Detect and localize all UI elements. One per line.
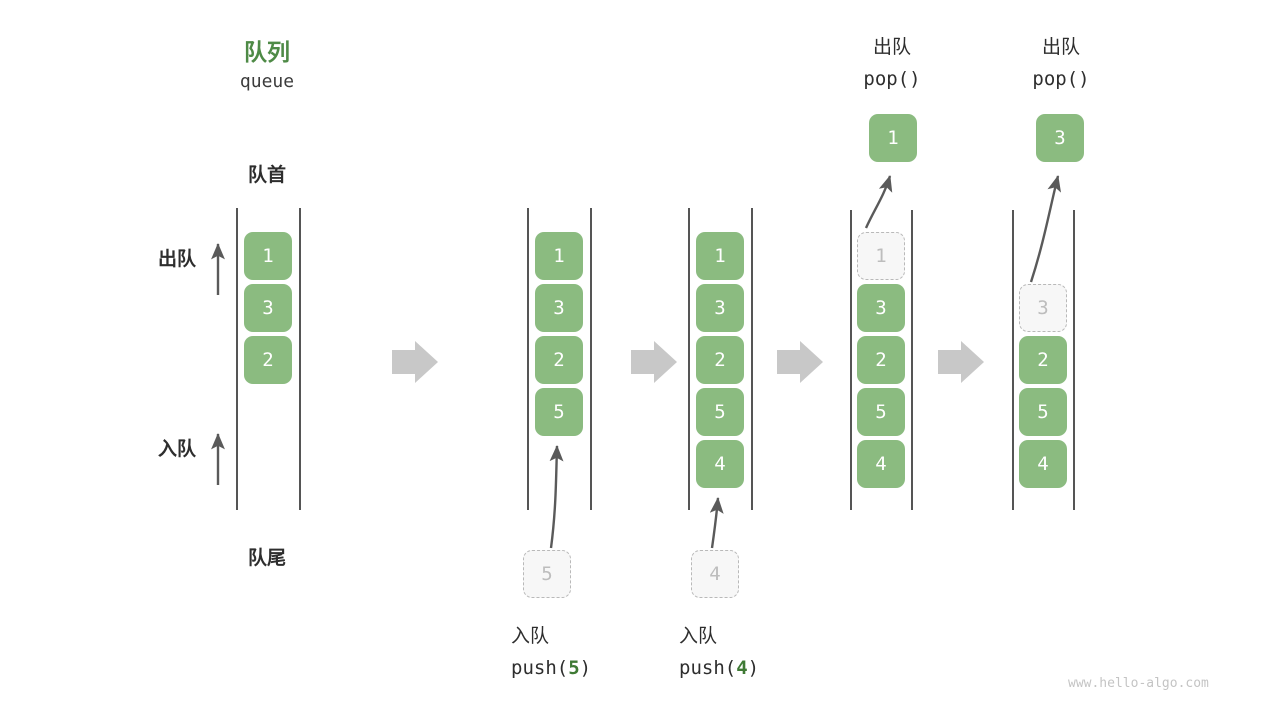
queue-cell: 2 bbox=[244, 336, 292, 384]
queue-cell: 2 bbox=[535, 336, 583, 384]
queue-cell: 4 bbox=[1019, 440, 1067, 488]
pop-1-caption: 出队 pop() bbox=[812, 33, 972, 95]
queue-rear-label: 队尾 bbox=[247, 548, 286, 569]
pop-3-caption-code: pop() bbox=[981, 64, 1141, 95]
pop-1-code-prefix: pop( bbox=[863, 67, 910, 90]
queue-cell: 5 bbox=[696, 388, 744, 436]
flow-arrow-2 bbox=[631, 341, 677, 383]
enqueue-direction-label: 入队 bbox=[157, 439, 196, 460]
queue-cell-new: 5 bbox=[535, 388, 583, 436]
queue-cell-new: 4 bbox=[696, 440, 744, 488]
pop-1-caption-code: pop() bbox=[812, 64, 972, 95]
push-5-caption-code: push(5) bbox=[511, 653, 591, 684]
push-5-code-arg: 5 bbox=[568, 656, 580, 679]
queue-cell: 3 bbox=[857, 284, 905, 332]
queue-cell: 3 bbox=[696, 284, 744, 332]
push-4-arrow bbox=[709, 497, 724, 549]
queue-cell: 5 bbox=[857, 388, 905, 436]
push-4-code-prefix: push( bbox=[679, 656, 737, 679]
push-4-code-suffix: ) bbox=[747, 656, 760, 679]
queue-cell: 2 bbox=[857, 336, 905, 384]
flow-arrow-4 bbox=[938, 341, 984, 383]
queue-rail-right-3 bbox=[751, 208, 753, 510]
diagram-title-cn: 队列 bbox=[244, 39, 290, 65]
queue-rail-right-2 bbox=[590, 208, 592, 510]
outgoing-ghost-cell: 1 bbox=[857, 232, 905, 280]
dequeue-direction-label: 出队 bbox=[157, 249, 196, 270]
watermark: www.hello-algo.com bbox=[1068, 676, 1209, 691]
push-4-code-arg: 4 bbox=[736, 656, 748, 679]
pop-3-arrow bbox=[1029, 175, 1062, 283]
flow-arrow-3 bbox=[777, 341, 823, 383]
push-5-code-prefix: push( bbox=[511, 656, 569, 679]
queue-cell: 3 bbox=[244, 284, 292, 332]
queue-rail-left-3 bbox=[688, 208, 690, 510]
diagram-title-en: queue bbox=[239, 71, 295, 92]
pop-3-code-suffix: ) bbox=[1078, 67, 1090, 90]
queue-rail-right-1 bbox=[299, 208, 301, 510]
queue-cell: 5 bbox=[1019, 388, 1067, 436]
pop-1-caption-cn: 出队 bbox=[872, 37, 911, 58]
queue-rail-left-1 bbox=[236, 208, 238, 510]
flow-arrow-1 bbox=[392, 341, 438, 383]
queue-rail-right-4 bbox=[911, 210, 913, 510]
outgoing-ghost-cell: 3 bbox=[1019, 284, 1067, 332]
pop-3-caption: 出队 pop() bbox=[981, 33, 1141, 95]
queue-rail-left-4 bbox=[850, 210, 852, 510]
queue-rail-left-2 bbox=[527, 208, 529, 510]
queue-rail-right-5 bbox=[1073, 210, 1075, 510]
pop-1-arrow bbox=[864, 175, 893, 229]
queue-cell: 1 bbox=[696, 232, 744, 280]
queue-cell: 3 bbox=[535, 284, 583, 332]
queue-cell: 2 bbox=[1019, 336, 1067, 384]
push-4-caption-code: push(4) bbox=[679, 653, 759, 684]
incoming-ghost-cell: 4 bbox=[691, 550, 739, 598]
pop-1-code-suffix: ) bbox=[909, 67, 921, 90]
push-5-arrow bbox=[549, 445, 564, 549]
push-5-caption: 入队 push(5) bbox=[511, 622, 591, 684]
push-5-code-suffix: ) bbox=[579, 656, 592, 679]
queue-cell: 1 bbox=[244, 232, 292, 280]
popped-cell: 1 bbox=[869, 114, 917, 162]
queue-front-label: 队首 bbox=[247, 165, 286, 186]
pop-3-caption-cn: 出队 bbox=[1041, 37, 1080, 58]
incoming-ghost-cell: 5 bbox=[523, 550, 571, 598]
push-5-caption-cn: 入队 bbox=[511, 626, 550, 647]
pop-3-code-prefix: pop( bbox=[1032, 67, 1079, 90]
queue-cell: 1 bbox=[535, 232, 583, 280]
push-4-caption: 入队 push(4) bbox=[679, 622, 759, 684]
push-4-caption-cn: 入队 bbox=[679, 626, 718, 647]
popped-cell: 3 bbox=[1036, 114, 1084, 162]
queue-cell: 2 bbox=[696, 336, 744, 384]
queue-cell: 4 bbox=[857, 440, 905, 488]
queue-rail-left-5 bbox=[1012, 210, 1014, 510]
